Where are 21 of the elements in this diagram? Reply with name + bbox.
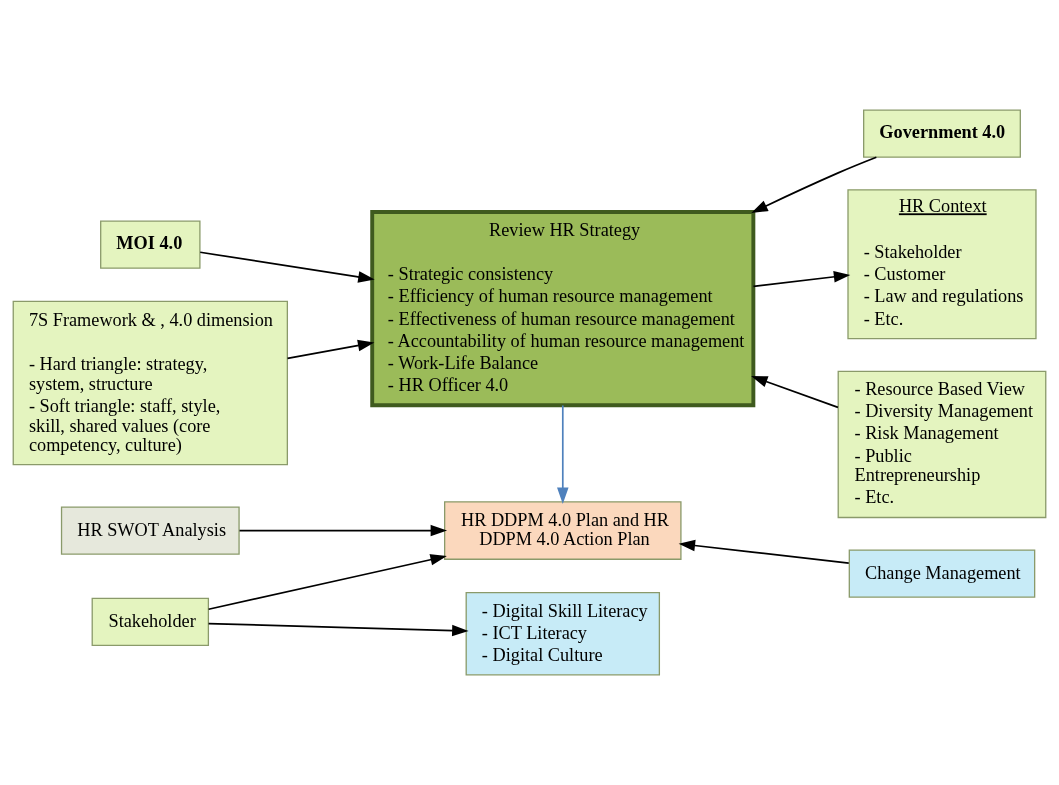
- node-box: HR DDPM 4.0 Plan and HR DDPM 4.0 Action Plan: [444, 501, 682, 560]
- node-box: Stakeholder: [91, 597, 210, 647]
- arrow: [199, 251, 375, 283]
- arrow: [207, 554, 447, 611]
- node-box: Government 4.0: [863, 109, 1021, 158]
- node-box: - Digital Skill Literacy - ICT Literacy - Digital Culture: [465, 591, 661, 676]
- arrow: [286, 339, 375, 360]
- node-box: Review HR Strategy - Strategic consistency - Efficiency of human resource management - Effectiveness of human resource management - Accountability of human resource management - Work-Life Balance - HR Officer 4.0: [370, 210, 756, 408]
- node-box: MOI 4.0: [100, 220, 201, 269]
- arrow: [751, 376, 839, 409]
- arrow: [678, 539, 850, 564]
- arrow: [238, 524, 448, 537]
- arrow: [752, 271, 851, 288]
- arrow: [207, 622, 469, 637]
- node-box: Change Management: [848, 549, 1036, 598]
- arrow: [751, 156, 878, 213]
- node-box: 7S Framework & , 4.0 dimension - Hard triangle: strategy, system, structure - Soft triangle: staff, style, skill, shared values (core competency, culture): [12, 300, 288, 466]
- node-box: - Resource Based View - Diversity Management - Risk Management - Public Entrepreneurship - Etc.: [837, 370, 1047, 519]
- node-box: HR Context - Stakeholder - Customer - Law and regulations - Etc.: [847, 189, 1037, 340]
- arrow: [557, 404, 569, 505]
- node-box: HR SWOT Analysis: [60, 506, 240, 555]
